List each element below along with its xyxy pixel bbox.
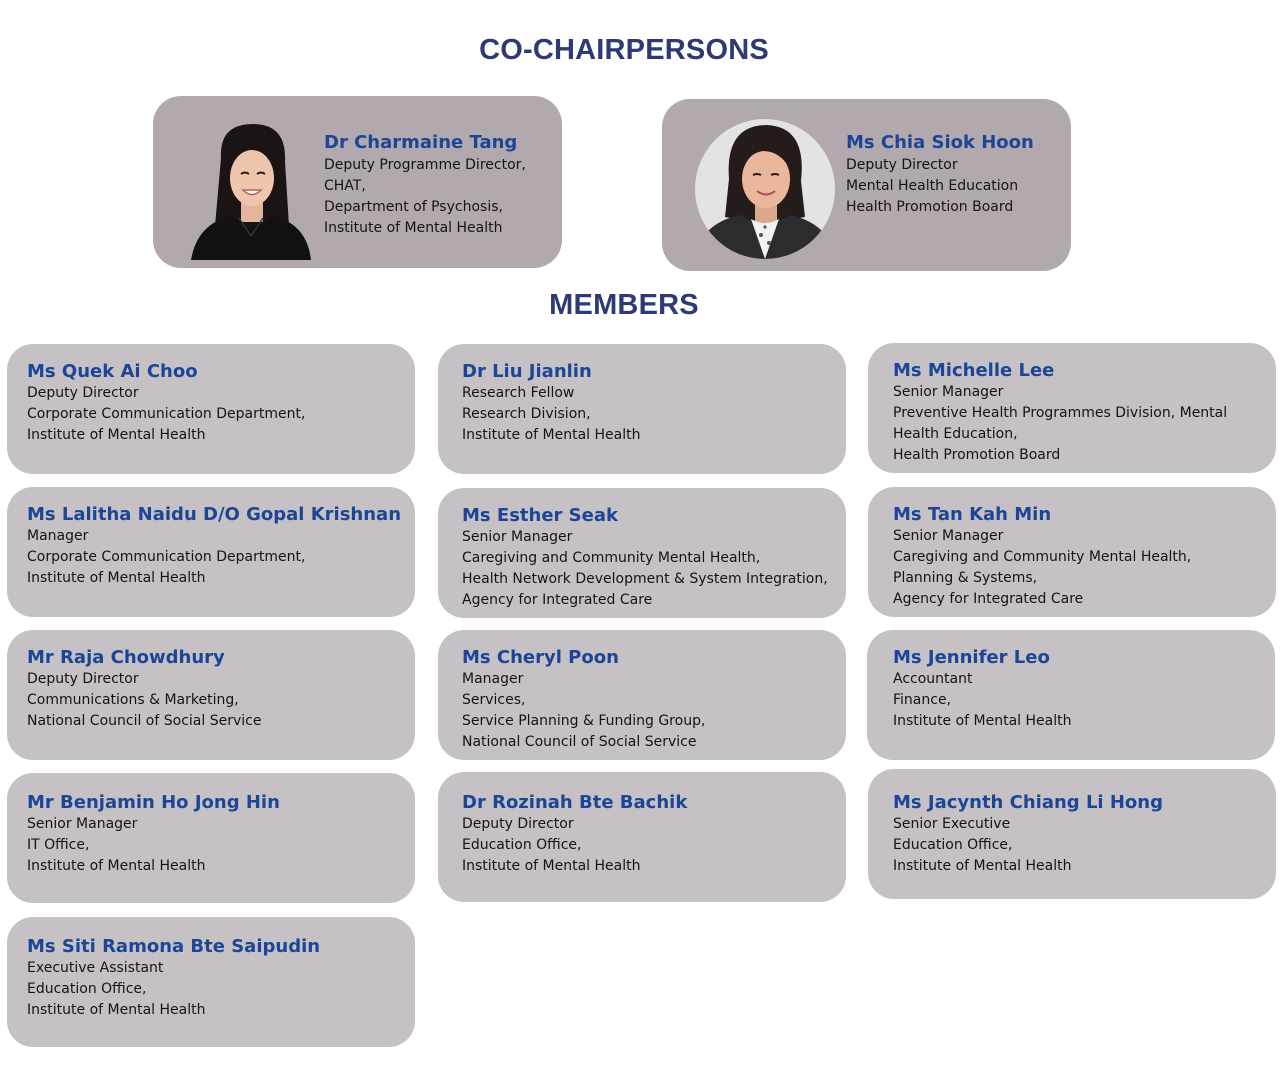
- member-card: Ms Quek Ai Choo Deputy Director Corporat…: [7, 344, 415, 474]
- member-detail-line: Education Office,: [27, 981, 147, 997]
- member-detail-line: Education Office,: [462, 837, 582, 853]
- member-detail-line: Institute of Mental Health: [27, 1002, 206, 1018]
- member-detail-line: Preventive Health Programmes Division, M…: [893, 405, 1228, 421]
- member-detail-line: Manager: [27, 528, 89, 544]
- member-card: Ms Jennifer Leo Accountant Finance, Inst…: [867, 630, 1275, 760]
- member-detail-line: Senior Manager: [462, 529, 573, 545]
- member-detail-line: Senior Manager: [893, 384, 1004, 400]
- member-detail-line: Institute of Mental Health: [893, 713, 1072, 729]
- member-card: Dr Rozinah Bte Bachik Deputy Director Ed…: [438, 772, 846, 902]
- member-name: Dr Liu Jianlin: [462, 361, 592, 382]
- chair-card-charmaine-tang: Dr Charmaine Tang Deputy Programme Direc…: [153, 96, 562, 268]
- member-detail-line: Health Education,: [893, 426, 1018, 442]
- member-name: Ms Quek Ai Choo: [27, 361, 198, 382]
- member-name: Ms Jennifer Leo: [893, 647, 1050, 668]
- member-card: Ms Cheryl Poon Manager Services, Service…: [438, 630, 846, 760]
- member-card: Ms Siti Ramona Bte Saipudin Executive As…: [7, 917, 415, 1047]
- member-detail-line: Health Promotion Board: [893, 447, 1061, 463]
- member-name: Ms Jacynth Chiang Li Hong: [893, 792, 1163, 813]
- chair-detail-line: Deputy Director: [846, 157, 958, 173]
- member-detail-line: Corporate Communication Department,: [27, 406, 306, 422]
- member-card: Ms Jacynth Chiang Li Hong Senior Executi…: [868, 769, 1276, 899]
- member-detail-line: Finance,: [893, 692, 952, 708]
- member-card: Mr Benjamin Ho Jong Hin Senior Manager I…: [7, 773, 415, 903]
- member-detail-line: IT Office,: [27, 837, 90, 853]
- member-detail-line: National Council of Social Service: [27, 713, 262, 729]
- member-card: Ms Esther Seak Senior Manager Caregiving…: [438, 488, 846, 618]
- member-card: Ms Michelle Lee Senior Manager Preventiv…: [868, 343, 1276, 473]
- member-name: Mr Raja Chowdhury: [27, 647, 225, 668]
- member-name: Dr Rozinah Bte Bachik: [462, 792, 688, 813]
- member-detail-line: Institute of Mental Health: [893, 858, 1072, 874]
- member-detail-line: Planning & Systems,: [893, 570, 1038, 586]
- member-detail-line: Executive Assistant: [27, 960, 164, 976]
- chair-name: Dr Charmaine Tang: [324, 132, 518, 153]
- member-card: Ms Lalitha Naidu D/O Gopal Krishnan Mana…: [7, 487, 415, 617]
- member-detail-line: Deputy Director: [27, 671, 139, 687]
- member-detail-line: Agency for Integrated Care: [462, 592, 653, 608]
- member-name: Ms Cheryl Poon: [462, 647, 619, 668]
- chair-detail-line: Department of Psychosis,: [324, 199, 503, 215]
- member-name: Ms Tan Kah Min: [893, 504, 1052, 525]
- member-card: Ms Tan Kah Min Senior Manager Caregiving…: [868, 487, 1276, 617]
- member-card: Dr Liu Jianlin Research Fellow Research …: [438, 344, 846, 474]
- member-detail-line: Institute of Mental Health: [27, 427, 206, 443]
- member-detail-line: Manager: [462, 671, 524, 687]
- member-name: Ms Siti Ramona Bte Saipudin: [27, 936, 321, 957]
- member-detail-line: Agency for Integrated Care: [893, 591, 1084, 607]
- member-detail-line: Caregiving and Community Mental Health,: [462, 550, 761, 566]
- member-detail-line: Research Fellow: [462, 385, 575, 401]
- member-detail-line: Senior Manager: [893, 528, 1004, 544]
- chair-detail-line: Mental Health Education: [846, 178, 1019, 194]
- member-detail-line: Institute of Mental Health: [27, 858, 206, 874]
- member-detail-line: Research Division,: [462, 406, 591, 422]
- member-detail-line: Health Network Development & System Inte…: [462, 571, 828, 587]
- member-name: Ms Lalitha Naidu D/O Gopal Krishnan: [27, 504, 402, 525]
- member-name: Ms Esther Seak: [462, 505, 618, 526]
- chair-card-chia-siok-hoon: Ms Chia Siok Hoon Deputy Director Mental…: [662, 99, 1071, 271]
- member-detail-line: Deputy Director: [27, 385, 139, 401]
- member-name: Mr Benjamin Ho Jong Hin: [27, 792, 280, 813]
- chair-detail-line: Health Promotion Board: [846, 199, 1014, 215]
- member-detail-line: Education Office,: [893, 837, 1013, 853]
- member-detail-line: Services,: [462, 692, 526, 708]
- chair-detail-line: Deputy Programme Director,: [324, 157, 526, 173]
- member-detail-line: Corporate Communication Department,: [27, 549, 306, 565]
- co-chairpersons-heading: CO-CHAIRPERSONS: [479, 34, 769, 66]
- member-detail-line: Senior Executive: [893, 816, 1011, 832]
- chair-name: Ms Chia Siok Hoon: [846, 132, 1034, 153]
- member-detail-line: Communications & Marketing,: [27, 692, 239, 708]
- member-detail-line: Deputy Director: [462, 816, 574, 832]
- member-detail-line: Institute of Mental Health: [27, 570, 206, 586]
- member-card: Mr Raja Chowdhury Deputy Director Commun…: [7, 630, 415, 760]
- chair-detail-line: CHAT,: [324, 178, 366, 194]
- member-detail-line: Accountant: [893, 671, 973, 687]
- member-detail-line: Caregiving and Community Mental Health,: [893, 549, 1192, 565]
- portrait-photo: [191, 118, 311, 260]
- member-name: Ms Michelle Lee: [893, 360, 1055, 381]
- portrait-photo: [695, 117, 835, 259]
- members-heading: MEMBERS: [549, 289, 699, 321]
- member-detail-line: Senior Manager: [27, 816, 138, 832]
- chair-detail-line: Institute of Mental Health: [324, 220, 503, 236]
- member-detail-line: Institute of Mental Health: [462, 858, 641, 874]
- member-detail-line: Service Planning & Funding Group,: [462, 713, 706, 729]
- member-detail-line: National Council of Social Service: [462, 734, 697, 750]
- member-detail-line: Institute of Mental Health: [462, 427, 641, 443]
